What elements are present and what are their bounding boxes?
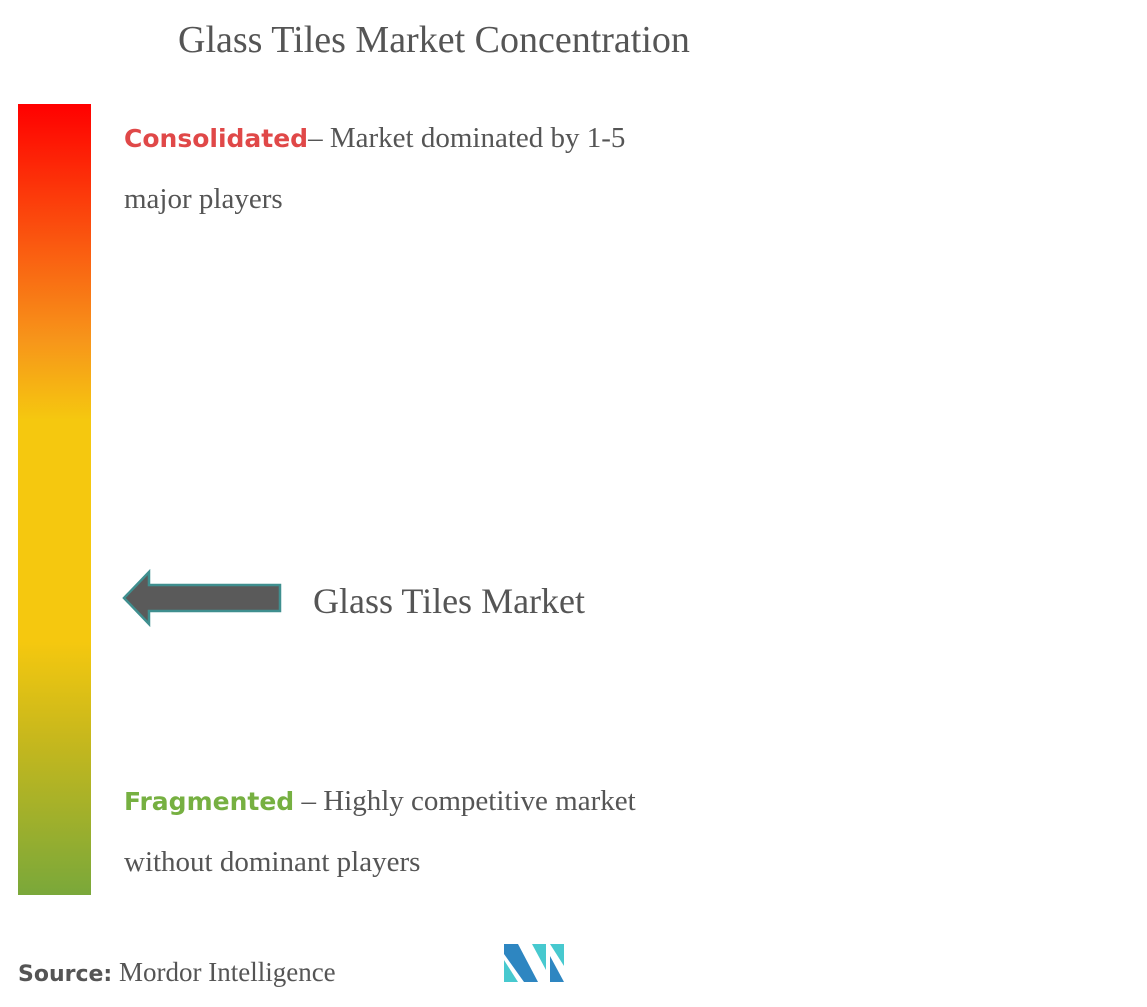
- market-position-label: Glass Tiles Market: [313, 581, 586, 621]
- fragmented-text: – Highly competitive market without domi…: [124, 785, 636, 878]
- mordor-intelligence-logo: [504, 944, 564, 982]
- source-note: Source: Mordor Intelligence: [18, 957, 336, 988]
- chart-title: Glass Tiles Market Concentration: [178, 19, 690, 61]
- fragmented-label: Fragmented: [124, 787, 295, 816]
- fragmented-description: Fragmented – Highly competitive market w…: [124, 771, 684, 892]
- consolidated-text: – Market dominated by 1-5 major players: [124, 122, 626, 215]
- consolidated-description: Consolidated– Market dominated by 1-5 ma…: [124, 108, 684, 229]
- source-text: Mordor Intelligence: [112, 957, 336, 987]
- concentration-gradient-bar: [18, 104, 91, 895]
- arrow-left-icon: [122, 568, 282, 628]
- source-label: Source:: [18, 962, 113, 987]
- consolidated-label: Consolidated: [124, 124, 309, 153]
